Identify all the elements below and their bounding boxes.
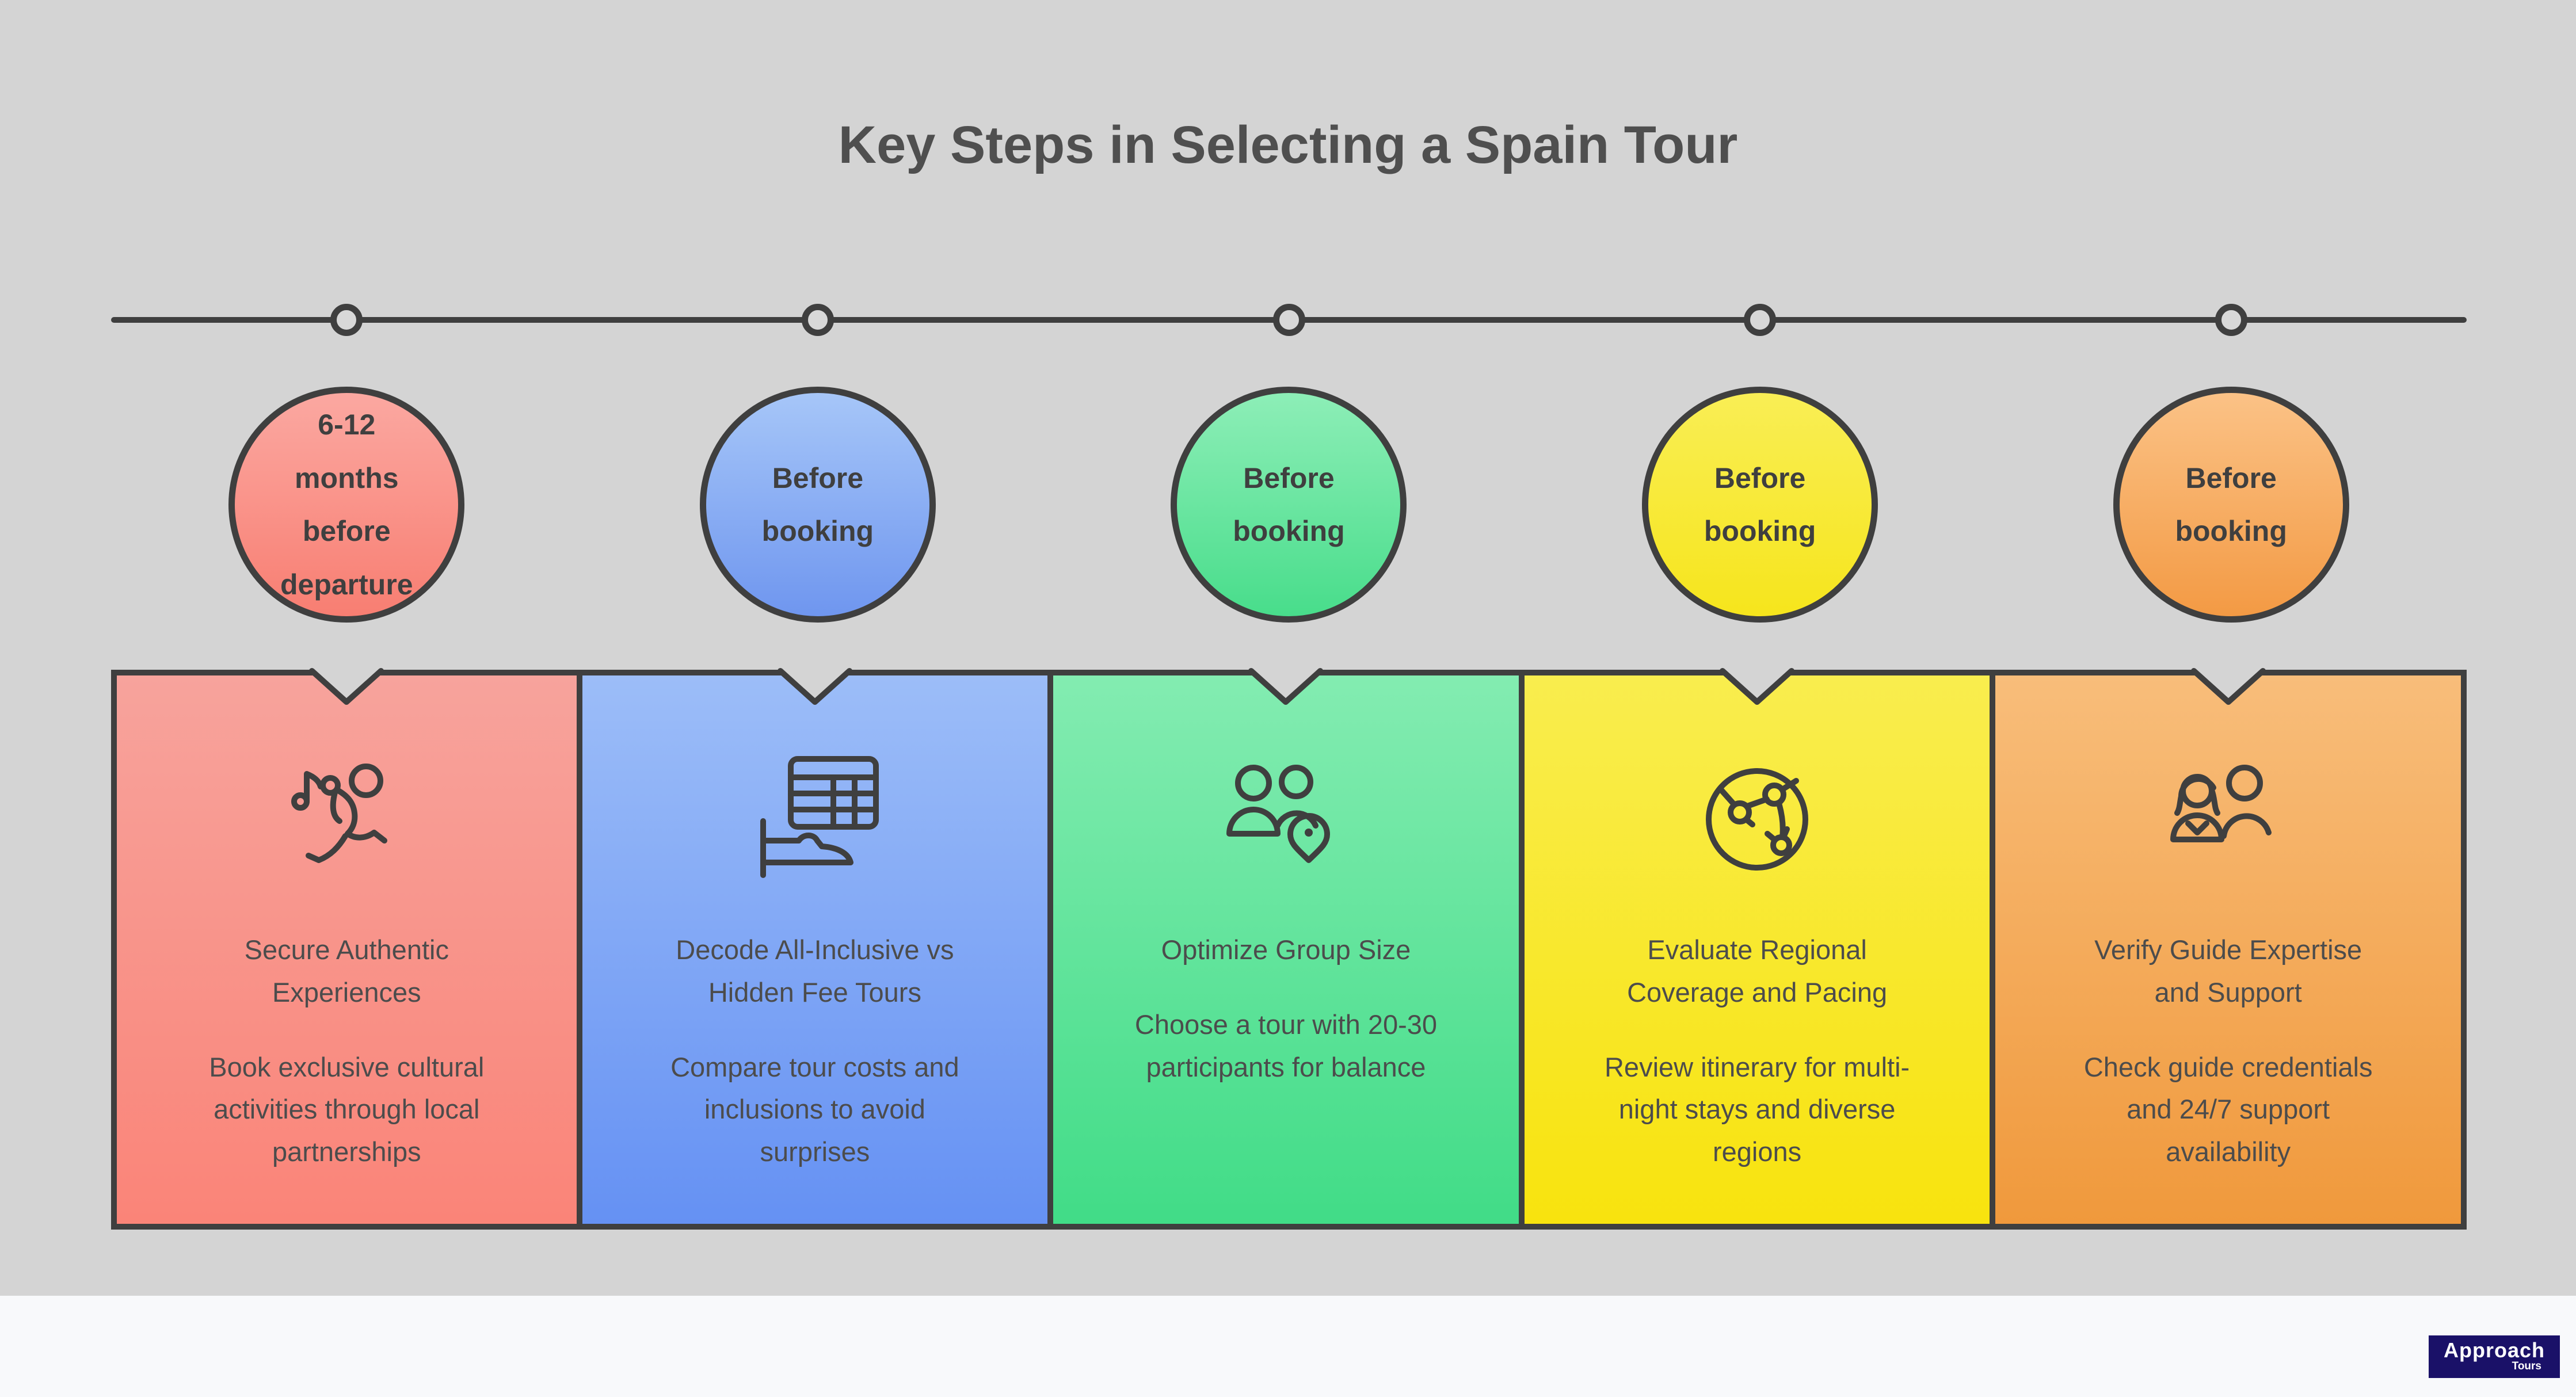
step-column-2: Before booking — [582, 380, 1054, 1230]
card-text: Decode All-Inclusive vs Hidden Fee Tours… — [605, 929, 1024, 1173]
guide-support-icon — [2170, 765, 2272, 842]
step-circle-2: Before booking — [699, 387, 936, 623]
flamenco-dancer-icon — [291, 764, 388, 863]
step-card-3: Optimize Group Size Choose a tour with 2… — [1053, 668, 1525, 1230]
step-column-1: 6-12 months before departure — [111, 380, 582, 1230]
card-notch — [1248, 668, 1324, 705]
card-icon-area — [582, 747, 1048, 891]
card-notch — [2190, 668, 2266, 705]
step-circle-label: Before booking — [1233, 461, 1345, 548]
card-text: Evaluate Regional Coverage and Pacing Re… — [1548, 929, 1967, 1173]
card-icon-area — [1525, 747, 1990, 891]
step-column-5: Before booking — [1995, 380, 2467, 1230]
cost-table-icon — [760, 756, 879, 878]
card-body: Choose a tour with 20-30 participants fo… — [1134, 1009, 1438, 1082]
card-text: Secure Authentic Experiences Book exclus… — [140, 929, 554, 1173]
group-size-pin-icon — [1226, 765, 1331, 863]
timeline-node — [330, 304, 363, 336]
page-title: Key Steps in Selecting a Spain Tour — [838, 116, 1738, 174]
step-card-4: Evaluate Regional Coverage and Pacing Re… — [1524, 668, 1996, 1230]
step-circle-5: Before booking — [2113, 387, 2349, 623]
card-body: Book exclusive cultural activities throu… — [209, 1051, 485, 1167]
step-circle-label: 6-12 months before departure — [280, 409, 413, 601]
logo-brand-text: Approach — [2443, 1338, 2545, 1362]
timeline-node — [2215, 304, 2247, 336]
approach-tours-logo: Approach Tours — [2429, 1335, 2560, 1378]
card-title: Optimize Group Size — [1161, 934, 1411, 965]
step-circle-1: 6-12 months before departure — [228, 387, 465, 623]
step-column-3: Before booking — [1053, 380, 1525, 1230]
card-title: Decode All-Inclusive vs Hidden Fee Tours — [676, 934, 954, 1007]
step-card-1: Secure Authentic Experiences Book exclus… — [111, 668, 582, 1230]
card-title: Evaluate Regional Coverage and Pacing — [1627, 934, 1888, 1007]
step-column-4: Before booking — [1524, 380, 1996, 1230]
card-title: Secure Authentic Experiences — [244, 934, 449, 1007]
step-card-5: Verify Guide Expertise and Support Check… — [1995, 668, 2467, 1230]
card-title: Verify Guide Expertise and Support — [2094, 934, 2362, 1007]
card-notch — [1720, 668, 1795, 705]
card-text: Verify Guide Expertise and Support Check… — [2019, 929, 2438, 1173]
logo-sub-brand-text: Tours — [2512, 1360, 2541, 1373]
card-body: Review itinerary for multi- night stays … — [1604, 1051, 1910, 1167]
card-body: Compare tour costs and inclusions to avo… — [670, 1051, 959, 1167]
step-circle-label: Before booking — [761, 461, 874, 548]
card-icon-area — [1995, 747, 2461, 891]
step-circle-label: Before booking — [1704, 461, 1816, 548]
card-notch — [309, 668, 384, 705]
steps-row: 6-12 months before departure — [111, 380, 2467, 1230]
footer-bar — [0, 1296, 2576, 1397]
globe-route-icon — [1706, 768, 1809, 871]
step-card-2: Decode All-Inclusive vs Hidden Fee Tours… — [582, 668, 1054, 1230]
step-circle-3: Before booking — [1171, 387, 1407, 623]
step-circle-label: Before booking — [2175, 461, 2287, 548]
card-text: Optimize Group Size Choose a tour with 2… — [1077, 929, 1496, 1088]
card-icon-area — [1053, 747, 1519, 891]
timeline-node — [1273, 304, 1305, 336]
card-body: Check guide credentials and 24/7 support… — [2083, 1051, 2373, 1167]
card-icon-area — [117, 747, 577, 891]
step-circle-4: Before booking — [1642, 387, 1878, 623]
card-notch — [777, 668, 852, 705]
timeline-node — [1744, 304, 1776, 336]
timeline-node — [802, 304, 834, 336]
